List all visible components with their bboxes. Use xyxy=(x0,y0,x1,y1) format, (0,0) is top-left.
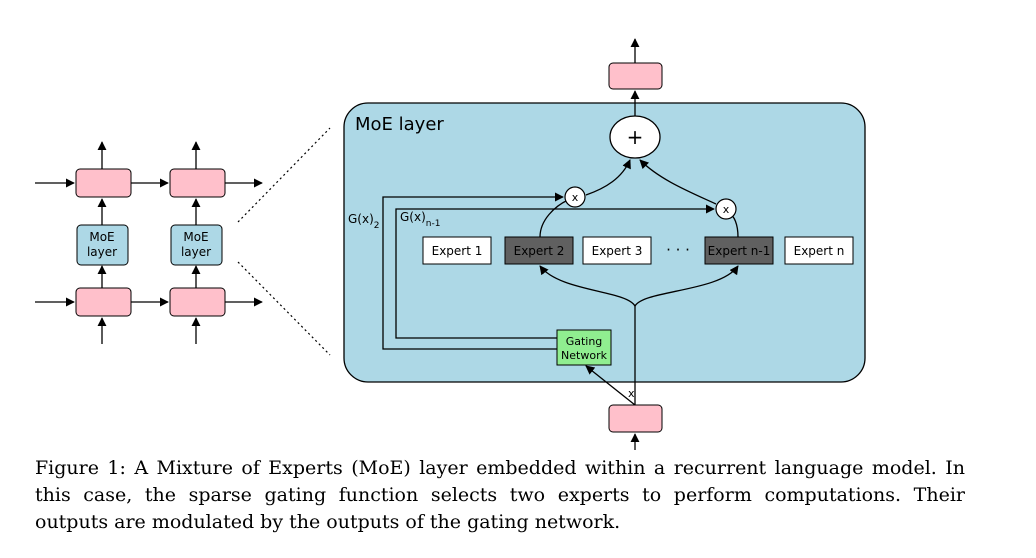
expert-box-2 xyxy=(504,236,574,265)
sum-node xyxy=(609,115,661,159)
gating-network-label-line1: Gating xyxy=(566,335,603,348)
expert-ellipsis: · · · xyxy=(666,241,690,259)
multiply-node-expert-2 xyxy=(564,186,586,208)
recurrent-cell-bottom-1 xyxy=(75,287,132,317)
expert-box-1 xyxy=(422,236,492,265)
expert-label-2: Expert 2 xyxy=(514,244,565,258)
multiply-symbol-expert-2: x xyxy=(572,191,579,204)
gate-wires xyxy=(382,159,739,406)
moe-layer-title: MoE layer xyxy=(355,114,444,135)
gating-network-box xyxy=(556,329,612,366)
sum-symbol: + xyxy=(627,125,644,149)
expert-label-5: Expert n xyxy=(794,244,845,258)
expert-box-3 xyxy=(582,236,652,265)
recurrent-cells xyxy=(75,168,226,317)
moe-input-box xyxy=(608,404,663,433)
moe-block-2 xyxy=(170,224,223,266)
gate-label-2: G(x)2 xyxy=(348,212,380,231)
moe-block-1-label-line2: layer xyxy=(87,245,117,259)
moe-block-1-label-line1: MoE xyxy=(89,230,114,244)
recurrent-cell-top-2 xyxy=(169,168,226,198)
recurrent-cell-bottom-2 xyxy=(169,287,226,317)
gate-label-n1: G(x)n-1 xyxy=(400,210,440,229)
moe-block-1 xyxy=(76,224,129,266)
moe-output-box xyxy=(608,62,663,90)
expert-row: Expert 1 Expert 2 Expert 3 Expert n-1 Expert… xyxy=(422,236,854,265)
figure-caption: Figure 1: A Mixture of Experts (MoE) lay… xyxy=(35,457,965,533)
expert-label-1: Expert 1 xyxy=(432,244,483,258)
moe-diagram: MoE layer MoE layer MoE layer + xyxy=(35,38,866,450)
expert-box-4 xyxy=(704,236,774,265)
moe-block-2-label-line2: layer xyxy=(181,245,211,259)
expert-label-3: Expert 3 xyxy=(592,244,643,258)
expert-label-4: Expert n-1 xyxy=(708,244,771,258)
recurrent-model xyxy=(35,141,263,344)
gating-network-label-line2: Network xyxy=(561,349,608,362)
recurrent-cell-top-1 xyxy=(75,168,132,198)
input-marker: x xyxy=(628,387,635,400)
moe-block-2-label-line1: MoE xyxy=(183,230,208,244)
multiply-symbol-expert-n1: x xyxy=(723,203,730,216)
expert-box-5 xyxy=(784,236,854,265)
multiply-node-expert-n1 xyxy=(715,198,737,220)
zoom-lines xyxy=(237,127,331,356)
